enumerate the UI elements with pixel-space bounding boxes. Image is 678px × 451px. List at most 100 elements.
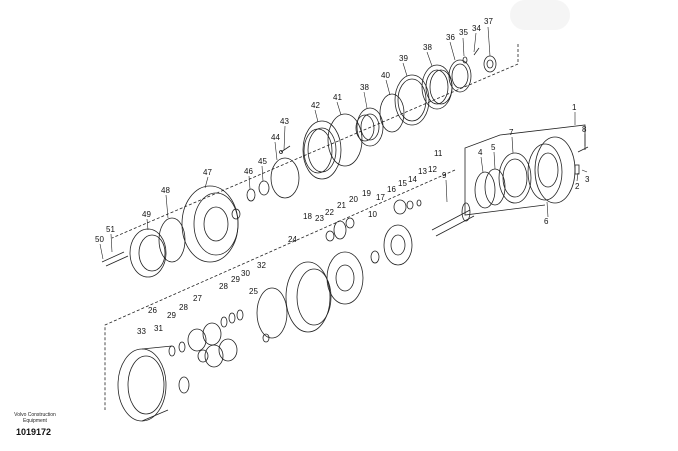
callout-11: 11	[434, 149, 443, 158]
callout-46: 46	[244, 167, 253, 176]
callout-22: 22	[325, 208, 334, 217]
part-11-carrier	[383, 224, 413, 266]
part-31-o-ring	[178, 376, 190, 394]
part-43-44-bolt	[279, 145, 291, 154]
callout-21: 21	[337, 201, 346, 210]
part-20-carrier	[326, 251, 364, 305]
callout-44: 44	[271, 133, 280, 142]
part-45-ring	[270, 157, 300, 199]
part-33-cover	[117, 345, 173, 422]
part-2-3-pin	[574, 164, 580, 175]
part-9-shaft	[431, 202, 475, 237]
callout-13: 13	[418, 167, 427, 176]
callout-28: 28	[219, 282, 228, 291]
callout-18: 18	[303, 212, 312, 221]
callout-7: 7	[509, 128, 514, 137]
callout-10: 10	[368, 210, 377, 219]
callout-30: 30	[241, 269, 250, 278]
callout-42: 42	[311, 101, 320, 110]
callout-27: 27	[193, 294, 202, 303]
part-32-o-ring	[256, 287, 288, 339]
callout-6: 6	[544, 217, 549, 226]
callout-37: 37	[484, 17, 493, 26]
callout-17: 17	[376, 193, 385, 202]
callout-23: 23	[315, 214, 324, 223]
callout-1: 1	[572, 103, 577, 112]
callout-5: 5	[491, 143, 496, 152]
part-25-washer	[262, 333, 270, 343]
callout-38-lower: 38	[360, 83, 369, 92]
callout-8: 8	[582, 125, 587, 134]
callout-29: 29	[231, 275, 240, 284]
callout-36: 36	[446, 33, 455, 42]
callout-20: 20	[349, 195, 358, 204]
part-48-o-ring	[158, 217, 186, 263]
callout-40: 40	[381, 71, 390, 80]
part-8-bolt	[577, 146, 589, 153]
part-15-18-pins	[393, 199, 422, 215]
part-24-ring-gear	[285, 261, 332, 333]
callout-45: 45	[258, 157, 267, 166]
callout-38: 38	[423, 43, 432, 52]
callout-49: 49	[142, 210, 151, 219]
part-10-sun-gear	[370, 250, 380, 264]
callout-33: 33	[137, 327, 146, 336]
callout-34: 34	[472, 24, 481, 33]
part-1-ring-gear	[527, 136, 576, 204]
callout-31: 31	[154, 324, 163, 333]
callout-47: 47	[203, 168, 212, 177]
callout-2: 2	[575, 182, 580, 191]
part-49-seal	[129, 228, 167, 278]
part-41-ring	[327, 113, 363, 167]
part-34-35-pins	[462, 47, 480, 64]
drawing-number: 1019172	[16, 427, 52, 437]
brand-line1: Volvo Construction	[14, 412, 56, 418]
callout-4: 4	[478, 148, 483, 157]
part-29-washer	[168, 341, 186, 357]
part-7-ring	[498, 152, 532, 204]
callout-50: 50	[95, 235, 104, 244]
callout-25: 25	[249, 287, 258, 296]
callout-19: 19	[362, 189, 371, 198]
part-46-washer	[258, 180, 270, 196]
part-39-seal	[394, 74, 430, 126]
callout-39: 39	[399, 54, 408, 63]
callout-9: 9	[442, 171, 447, 180]
callout-15: 15	[398, 179, 407, 188]
callout-16: 16	[387, 185, 396, 194]
part-4-o-ring	[474, 171, 496, 209]
brand-label: Volvo Construction Equipment	[14, 412, 56, 424]
callout-51: 51	[106, 225, 115, 234]
part-46-small-washer	[246, 188, 256, 202]
callout-29b: 29	[167, 311, 176, 320]
callout-3: 3	[585, 175, 590, 184]
bracket-right-assembly	[464, 124, 586, 165]
callout-28b: 28	[179, 303, 188, 312]
bracket-right-lower	[464, 165, 546, 216]
part-37-gear	[483, 55, 497, 73]
part-40-o-ring	[379, 93, 405, 133]
part-28-30-washers	[220, 309, 244, 328]
callout-41: 41	[333, 93, 342, 102]
part-50-51-bolts	[101, 251, 129, 267]
callout-48: 48	[161, 186, 170, 195]
callout-32: 32	[257, 261, 266, 270]
callout-26: 26	[148, 306, 157, 315]
callout-14: 14	[408, 175, 417, 184]
part-38-bearing	[421, 64, 453, 110]
dashed-outline-lower	[104, 169, 456, 410]
callout-24: 24	[288, 235, 297, 244]
callout-43: 43	[280, 117, 289, 126]
callout-12: 12	[428, 165, 437, 174]
blurred-mark	[510, 0, 570, 30]
brand-line2: Equipment	[23, 418, 47, 424]
part-47-hub	[181, 185, 241, 263]
part-19-23-gears	[325, 217, 355, 242]
part-38-inner-bearing	[355, 107, 384, 147]
leader-lines	[99, 26, 588, 260]
callout-35: 35	[459, 28, 468, 37]
part-27-planet-gears	[187, 322, 238, 368]
dashed-outline-upper	[111, 44, 519, 239]
part-42-bearing	[302, 120, 342, 180]
